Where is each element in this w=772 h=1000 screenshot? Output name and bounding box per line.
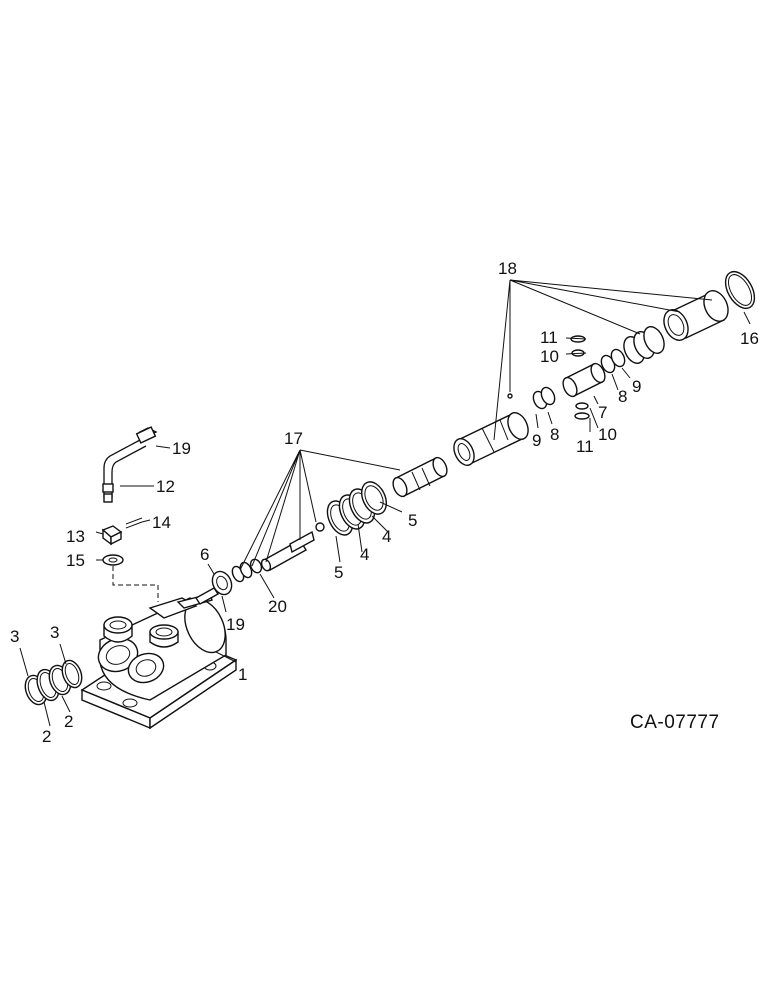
tube-assembly	[101, 426, 159, 602]
piston-sleeve	[392, 393, 529, 498]
callout-5-b: 5	[408, 511, 417, 530]
callout-7: 7	[598, 403, 607, 422]
callout-19-a: 19	[172, 439, 191, 458]
callout-1: 1	[238, 665, 247, 684]
callout-11-a: 11	[540, 328, 558, 347]
callout-14: 14	[152, 513, 171, 532]
valve-body	[80, 593, 238, 730]
callout-9-a: 9	[532, 431, 541, 450]
callout-11-b: 11	[576, 437, 594, 456]
spool-parts	[194, 522, 325, 605]
callout-3-b: 3	[50, 623, 59, 642]
callout-4-a: 4	[360, 545, 369, 564]
right-small-parts	[532, 335, 626, 420]
callout-10-a: 10	[540, 347, 559, 366]
figure-reference-code: CA-07777	[630, 712, 720, 733]
callout-15: 15	[66, 551, 85, 570]
callout-20: 20	[268, 597, 287, 616]
middle-seal-rings	[326, 481, 387, 536]
left-seal-rings	[24, 659, 83, 706]
callout-16: 16	[740, 329, 759, 348]
callout-9-b: 9	[632, 377, 641, 396]
callout-8-a: 8	[550, 425, 559, 444]
callout-10-b: 10	[598, 425, 617, 444]
leader-lines	[19, 279, 751, 727]
callout-18: 18	[498, 259, 517, 278]
callout-4-b: 4	[382, 527, 391, 546]
spring-and-end-cap	[623, 270, 756, 364]
callout-13: 13	[66, 527, 85, 546]
callout-labels: 1 2 2 3 3 4 4 5 5 6 7 8 8 9 9 10 10 11 1…	[10, 259, 759, 746]
callout-19-b: 19	[226, 615, 245, 634]
callout-8-b: 8	[618, 387, 627, 406]
callout-6: 6	[200, 545, 209, 564]
callout-17: 17	[284, 429, 303, 448]
callout-3-a: 3	[10, 627, 19, 646]
callout-2-a: 2	[42, 727, 51, 746]
callout-2-b: 2	[64, 712, 73, 731]
callout-5-a: 5	[334, 563, 343, 582]
callout-12: 12	[156, 477, 175, 496]
